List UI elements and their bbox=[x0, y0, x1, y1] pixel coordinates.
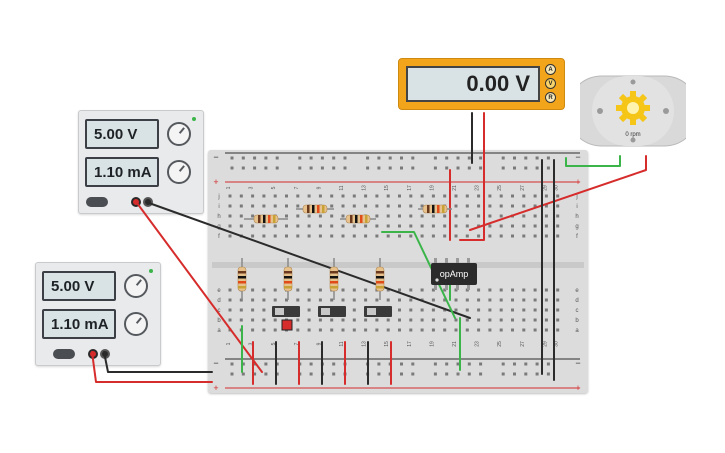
psu2-voltage-knob[interactable] bbox=[124, 274, 148, 298]
multimeter-mode-voltmeter[interactable]: V bbox=[545, 78, 556, 89]
dc-motor[interactable]: 0 rpm bbox=[566, 72, 700, 154]
psu1-voltage-display: 5.00 V bbox=[85, 119, 159, 149]
power-supply-1[interactable]: 5.00 V 1.10 mA bbox=[78, 110, 204, 214]
psu2-negative-terminal[interactable] bbox=[100, 349, 110, 359]
opamp-label: opAmp bbox=[439, 269, 469, 279]
breadboard[interactable] bbox=[208, 150, 588, 393]
psu2-voltage-display: 5.00 V bbox=[42, 271, 116, 301]
motor-speed-label: 0 rpm bbox=[625, 132, 641, 138]
power-supply-2[interactable]: 5.00 V 1.10 mA bbox=[35, 262, 161, 366]
psu1-current-display: 1.10 mA bbox=[85, 157, 159, 187]
psu1-negative-terminal[interactable] bbox=[143, 197, 153, 207]
motor-body bbox=[566, 75, 700, 147]
psu1-power-switch[interactable] bbox=[86, 197, 108, 207]
multimeter-display: 0.00 V bbox=[406, 66, 540, 102]
psu1-cv-indicator bbox=[192, 117, 196, 121]
psu2-cv-indicator bbox=[149, 269, 153, 273]
motor-gear-icon bbox=[616, 91, 650, 125]
multimeter-mode-ohmmeter[interactable]: R bbox=[545, 92, 556, 103]
psu1-voltage-knob[interactable] bbox=[167, 122, 191, 146]
psu2-current-display: 1.10 mA bbox=[42, 309, 116, 339]
psu2-current-knob[interactable] bbox=[124, 312, 148, 336]
psu2-positive-terminal[interactable] bbox=[88, 349, 98, 359]
psu1-positive-terminal[interactable] bbox=[131, 197, 141, 207]
psu2-power-switch[interactable] bbox=[53, 349, 75, 359]
multimeter-mode-ammeter[interactable]: A bbox=[545, 64, 556, 75]
psu1-current-knob[interactable] bbox=[167, 160, 191, 184]
multimeter[interactable]: 0.00 V A V R bbox=[398, 58, 565, 110]
